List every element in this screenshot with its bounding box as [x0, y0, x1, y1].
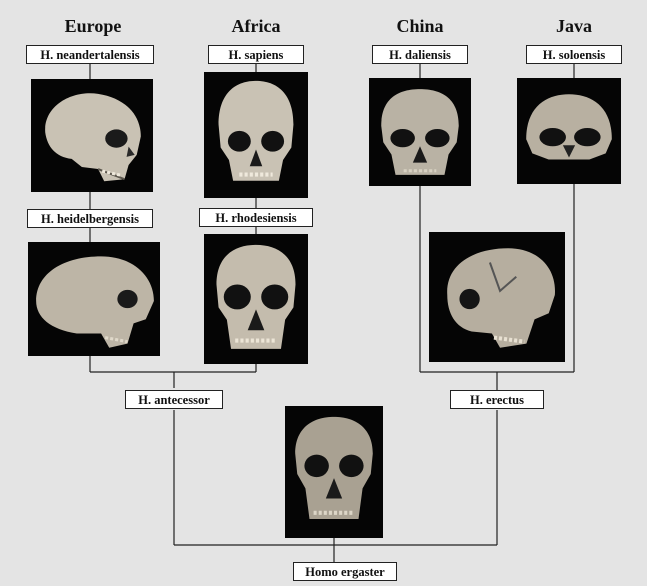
label-antecessor: H. antecessor	[125, 390, 223, 409]
label-heidelbergensis: H. heidelbergensis	[27, 209, 153, 228]
skull-side-icon	[28, 242, 160, 356]
label-daliensis: H. daliensis	[372, 45, 468, 64]
region-china: China	[360, 16, 480, 37]
label-sapiens: H. sapiens	[208, 45, 304, 64]
region-europe: Europe	[33, 16, 153, 37]
label-soloensis: H. soloensis	[526, 45, 622, 64]
label-neandertalensis: H. neandertalensis	[26, 45, 154, 64]
skull-photo-sapiens	[204, 72, 308, 198]
skull-photo-daliensis	[369, 78, 471, 186]
skull-front-icon	[369, 78, 471, 186]
skull-front-icon	[204, 72, 308, 198]
region-java: Java	[514, 16, 634, 37]
skull-photo-neandertalensis	[31, 79, 153, 192]
skull-front-icon	[517, 78, 621, 184]
skull-photo-soloensis	[517, 78, 621, 184]
label-ergaster: Homo ergaster	[293, 562, 397, 581]
skull-side-icon	[429, 232, 565, 362]
skull-photo-rhodesiensis	[204, 234, 308, 364]
skull-photo-erectus	[429, 232, 565, 362]
skull-front-icon	[204, 234, 308, 364]
skull-front-icon	[285, 406, 383, 538]
skull-photo-ergaster	[285, 406, 383, 538]
label-erectus: H. erectus	[450, 390, 544, 409]
region-africa: Africa	[196, 16, 316, 37]
skull-side-icon	[31, 79, 153, 192]
skull-photo-heidelbergensis	[28, 242, 160, 356]
label-rhodesiensis: H. rhodesiensis	[199, 208, 313, 227]
